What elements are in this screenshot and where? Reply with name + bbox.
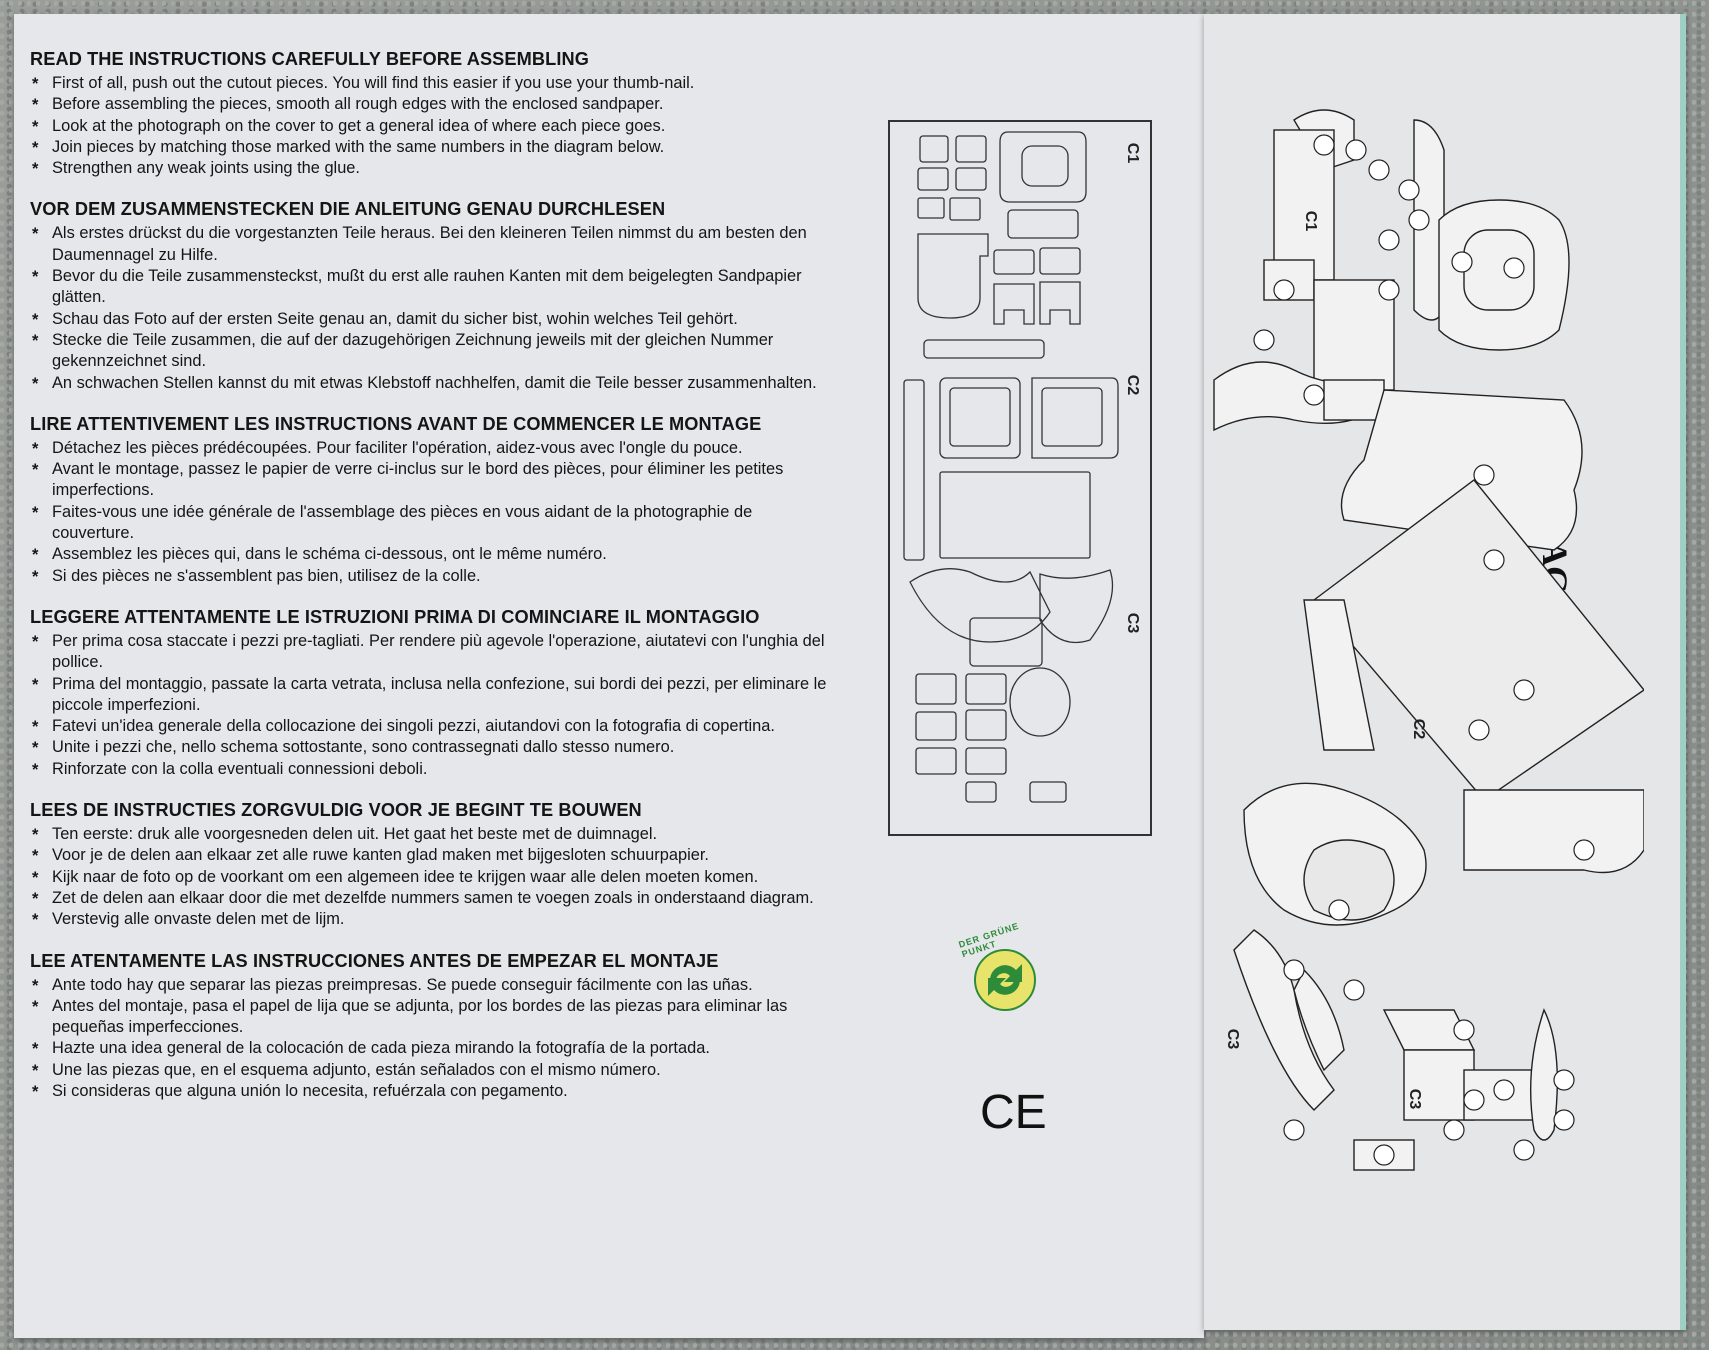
instruction-item: Ten eerste: druk alle voorgesneden delen…	[30, 824, 830, 847]
instruction-item: Als erstes drückst du die vorgestanzten …	[30, 223, 830, 266]
instruction-item: Schau das Foto auf der ersten Seite gena…	[30, 309, 830, 332]
section-heading: LIRE ATTENTIVEMENT LES INSTRUCTIONS AVAN…	[30, 413, 762, 434]
instruction-item: First of all, push out the cutout pieces…	[30, 73, 830, 96]
instruction-item: Avant le montage, passez le papier de ve…	[30, 459, 830, 502]
ce-mark: CE	[980, 1086, 1047, 1139]
instruction-item: Prima del montaggio, passate la carta ve…	[30, 674, 830, 717]
instruction-item: Before assembling the pieces, smooth all…	[30, 94, 830, 117]
instruction-item: Verstevig alle onvaste delen met de lijm…	[30, 909, 830, 932]
section-heading: LEGGERE ATTENTAMENTE LE ISTRUZIONI PRIMA…	[30, 606, 760, 627]
section-italian: LEGGERE ATTENTAMENTE LE ISTRUZIONI PRIMA…	[30, 606, 830, 782]
instruction-item: Assemblez les pièces qui, dans le schéma…	[30, 544, 830, 567]
pieces-drawing	[903, 131, 1119, 803]
instruction-item: Si des pièces ne s'assemblent pas bien, …	[30, 566, 830, 589]
section-heading: READ THE INSTRUCTIONS CAREFULLY BEFORE A…	[30, 49, 589, 69]
instruction-item: Antes del montaje, pasa el papel de lija…	[30, 996, 830, 1039]
sheet-label-c3: C3	[1124, 612, 1142, 634]
assembly-drawing	[1213, 109, 1646, 1171]
section-spanish: LEE ATENTAMENTE LAS INSTRUCCIONES ANTES …	[30, 950, 830, 1104]
section-heading: LEES DE INSTRUCTIES ZORGVULDIG VOOR JE B…	[30, 800, 642, 821]
instruction-item: Si consideras que alguna unión lo necesi…	[30, 1081, 830, 1104]
instruction-item: Hazte una idea general de la colocación …	[30, 1038, 830, 1061]
instruction-item: Faites-vous une idée générale de l'assem…	[30, 502, 830, 545]
instruction-item: Bevor du die Teile zusammensteckst, mußt…	[30, 266, 830, 309]
instruction-item: Strengthen any weak joints using the glu…	[30, 158, 830, 181]
section-heading: LEE ATENTAMENTE LAS INSTRUCCIONES ANTES …	[30, 950, 719, 971]
section-english: READ THE INSTRUCTIONS CAREFULLY BEFORE A…	[30, 48, 830, 181]
assembly-label-c3-small: C3	[1406, 1088, 1424, 1110]
assembly-diagram: C1 C2 C3 C3	[1204, 90, 1646, 1335]
instruction-item: Zet de delen aan elkaar door die met dez…	[30, 888, 830, 911]
instruction-item: Une las piezas que, en el esquema adjunt…	[30, 1060, 830, 1083]
instruction-item: Voor je de delen aan elkaar zet alle ruw…	[30, 845, 830, 868]
instructions-block: READ THE INSTRUCTIONS CAREFULLY BEFORE A…	[30, 48, 830, 1121]
instruction-item: Join pieces by matching those marked wit…	[30, 137, 830, 160]
sheet-label-c2: C2	[1124, 374, 1142, 396]
instruction-item: Rinforzate con la colla eventuali connes…	[30, 759, 830, 782]
section-heading: VOR DEM ZUSAMMENSTECKEN DIE ANLEITUNG GE…	[30, 199, 666, 220]
instruction-item: Détachez les pièces prédécoupées. Pour f…	[30, 438, 830, 461]
assembly-label-c3: C3	[1224, 1028, 1242, 1050]
green-dot-logo: DER GRÜNE PUNKT	[950, 920, 1060, 1030]
recycle-icon	[974, 949, 1036, 1011]
instruction-item: Look at the photograph on the cover to g…	[30, 116, 830, 139]
section-dutch: LEES DE INSTRUCTIES ZORGVULDIG VOOR JE B…	[30, 799, 830, 932]
instruction-item: Fatevi un'idea generale della collocazio…	[30, 716, 830, 739]
instruction-item: Ante todo hay que separar las piezas pre…	[30, 975, 830, 998]
assembly-label-c1: C1	[1302, 210, 1320, 232]
instruction-item: An schwachen Stellen kannst du mit etwas…	[30, 373, 830, 396]
instruction-item: Kijk naar de foto op de voorkant om een …	[30, 867, 830, 890]
section-french: LIRE ATTENTIVEMENT LES INSTRUCTIONS AVAN…	[30, 413, 830, 589]
sheet-label-c1: C1	[1124, 142, 1142, 164]
section-german: VOR DEM ZUSAMMENSTECKEN DIE ANLEITUNG GE…	[30, 198, 830, 396]
instruction-item: Stecke die Teile zusammen, die auf der d…	[30, 330, 830, 373]
assembly-label-c2: C2	[1410, 718, 1428, 740]
instruction-item: Per prima cosa staccate i pezzi pre-tagl…	[30, 631, 830, 674]
instruction-item: Unite i pezzi che, nello schema sottosta…	[30, 737, 830, 760]
cutout-pieces-sheet: C1 C2 C3	[888, 120, 1152, 836]
